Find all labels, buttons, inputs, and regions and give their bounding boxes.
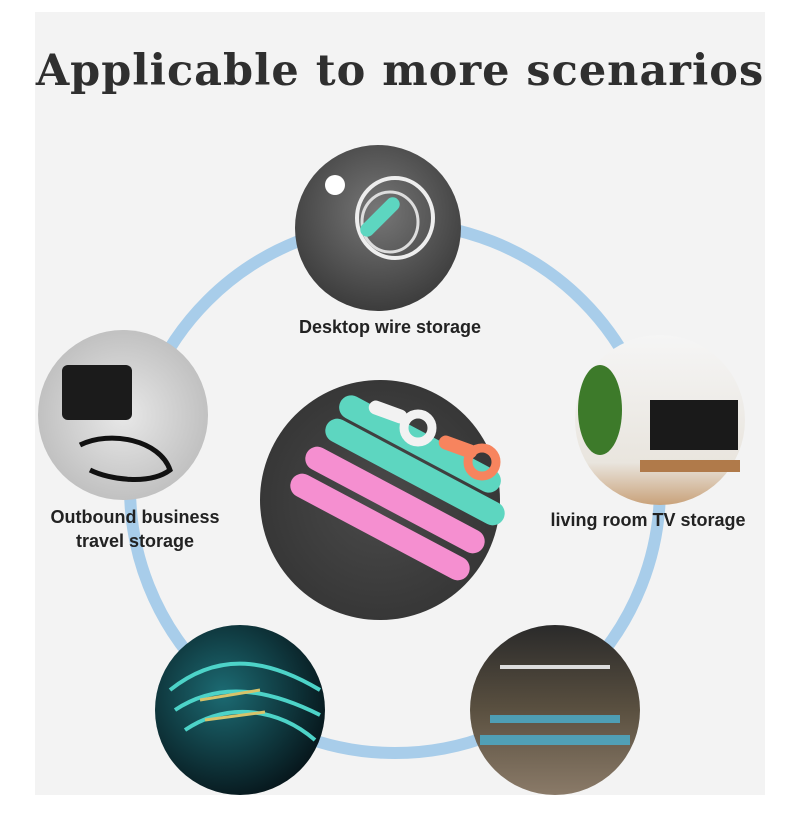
desktop-wire-label: Desktop wire storage (298, 317, 482, 337)
tv-label: living room TV storage (550, 510, 746, 530)
cable-ties-product-photo (260, 380, 505, 620)
computer-lab-photo (470, 625, 640, 795)
desktop-wire-photo (295, 145, 461, 311)
living-room-tv-photo (575, 335, 745, 505)
travel-charger-photo (38, 330, 208, 500)
travel-label-line1: Outbound business (50, 507, 220, 527)
server-cables-photo (155, 625, 325, 795)
page-title: Applicable to more scenarios (35, 46, 765, 96)
travel-label: Outbound business travel storage (20, 505, 250, 553)
travel-label-line2: travel storage (75, 531, 195, 551)
